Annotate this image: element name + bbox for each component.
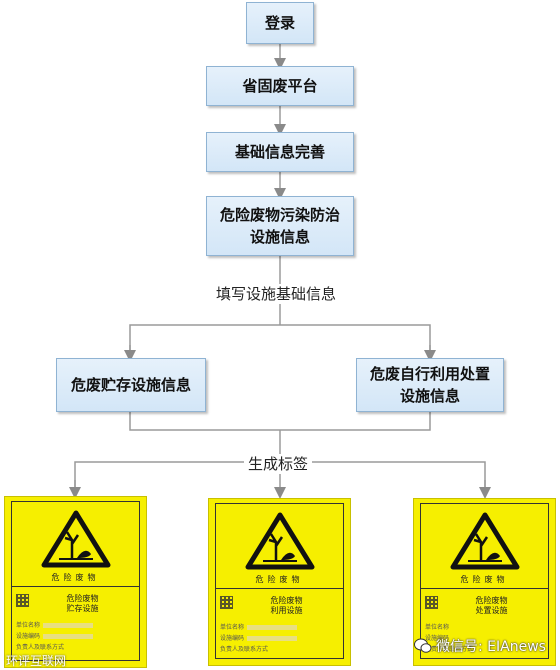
hazard-triangle-icon (41, 510, 110, 568)
sign-divider (421, 588, 548, 589)
qr-code-icon (16, 594, 29, 607)
node-base-info: 基础信息完善 (206, 132, 354, 172)
hazard-triangle-icon (245, 512, 314, 570)
watermark-text: 微信号: EIAnews (436, 639, 546, 655)
sign-field: 设施编码 (16, 633, 135, 641)
hazard-sign-disposal: 危险废物 危险废物 处置设施 单位名称 设施编码 负责人及联系方式 (413, 498, 556, 666)
sign-field: 单位名称 (220, 624, 339, 632)
sign-field: 单位名称 (425, 624, 450, 631)
sign-caption: 危险废物 (51, 573, 100, 582)
edge-label-gen-label: 生成标签 (244, 454, 313, 474)
sign-field: 负责人及联系方式 (16, 644, 65, 651)
node-self-use-info: 危废自行利用处置 设施信息 (356, 358, 504, 412)
sign-field: 设施编码 (425, 635, 450, 642)
node-login: 登录 (246, 2, 314, 44)
node-login-label: 登录 (264, 14, 295, 32)
edge-split-branches (129, 324, 431, 358)
watermark-left: 环评互联网 (6, 654, 67, 668)
sign-field: 负责人及联系方式 (425, 646, 474, 653)
hazard-sign-utilization: 危险废物 危险废物 利用设施 单位名称 设施编码 负责人及联系方式 (208, 498, 351, 666)
node-facility-info: 危险废物污染防治 设施信息 (206, 196, 354, 256)
sign-facility-kind: 危险废物 贮存设施 (66, 594, 99, 613)
qr-code-icon (220, 596, 233, 609)
sign-caption: 危险废物 (460, 575, 509, 584)
node-facility-info-label: 危险废物污染防治 设施信息 (219, 206, 340, 246)
sign-field: 负责人及联系方式 (220, 646, 269, 653)
sign-field: 设施编码 (220, 635, 339, 643)
node-storage-info: 危废贮存设施信息 (56, 358, 206, 412)
watermark: 微信号: EIAnews (414, 636, 546, 656)
sign-frame: 危险废物 危险废物 处置设施 单位名称 设施编码 负责人及联系方式 (420, 503, 549, 659)
sign-caption: 危险废物 (255, 575, 304, 584)
hazard-sign-storage: 危险废物 危险废物 贮存设施 单位名称 设施编码 负责人及联系方式 (4, 496, 147, 668)
sign-frame: 危险废物 危险废物 贮存设施 单位名称 设施编码 负责人及联系方式 (11, 501, 140, 661)
qr-code-icon (425, 596, 438, 609)
sign-divider (216, 588, 343, 589)
edge-merge (129, 412, 431, 431)
node-self-use-info-label: 危废自行利用处置 设施信息 (369, 365, 490, 405)
node-platform: 省固废平台 (206, 66, 354, 106)
sign-divider (12, 586, 139, 587)
sign-facility-kind: 危险废物 处置设施 (475, 596, 508, 615)
sign-frame: 危险废物 危险废物 利用设施 单位名称 设施编码 负责人及联系方式 (215, 503, 344, 659)
sign-field: 单位名称 (16, 622, 135, 630)
hazard-triangle-icon (450, 512, 519, 570)
sign-facility-kind: 危险废物 利用设施 (270, 596, 303, 615)
node-platform-label: 省固废平台 (242, 77, 318, 95)
wechat-icon (414, 638, 432, 653)
node-storage-info-label: 危废贮存设施信息 (70, 376, 191, 394)
edge-label-fill-base: 填写设施基础信息 (212, 284, 341, 304)
node-base-info-label: 基础信息完善 (234, 143, 325, 161)
